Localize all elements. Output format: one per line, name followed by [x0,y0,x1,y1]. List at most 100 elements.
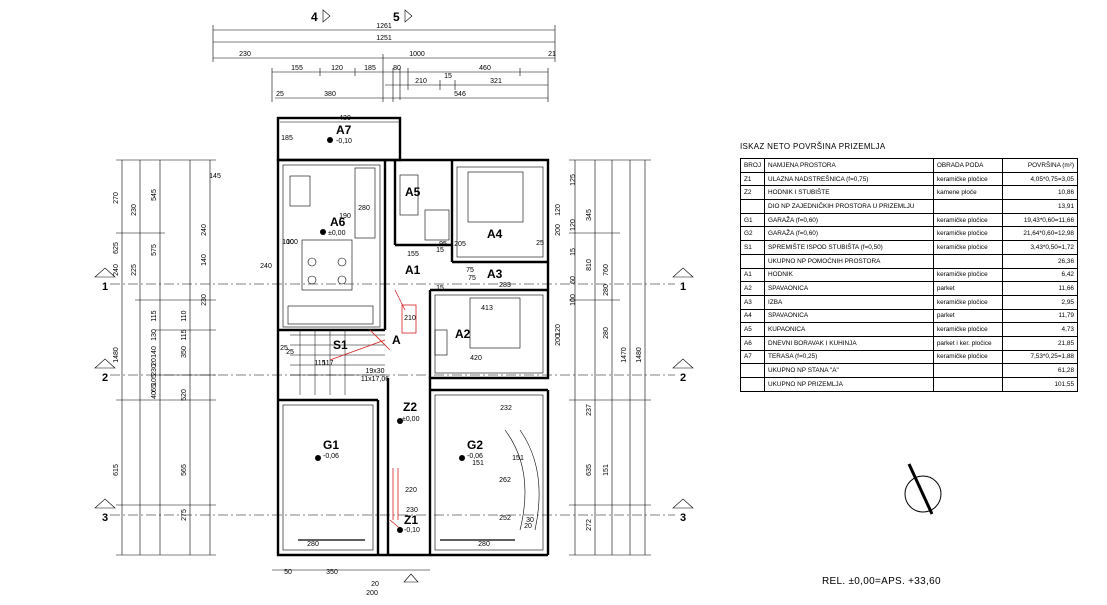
table-cell-floor: keramičke pločice [932,322,1004,337]
dimension-label: 1261 [376,23,392,30]
header-floor: OBRADA PODA [932,158,1004,173]
section-4-label: 4 [311,10,318,24]
table-cell-id: A6 [739,335,766,351]
dimension-label: 190 [339,213,351,220]
dimension-label: 20 [151,358,158,366]
dimension-label: 115 [151,310,158,321]
dimension-label: 546 [454,91,466,98]
table-cell-name: HODNIK [764,267,934,283]
dimension-label: 210 [404,315,416,322]
dimension-label: 110 [181,310,188,321]
table-cell-name: HODNIK I STUBIŠTE [764,185,934,201]
table-cell-id: Z2 [739,185,766,201]
table-cell-id [739,363,766,378]
dimension-label: 155 [291,65,303,72]
dimension-label: 520 [181,389,188,401]
dimension-label: 155 [407,251,419,258]
dimension-label: 460 [479,65,491,72]
room-a6-level: ±0,00 [328,230,346,237]
dimension-label: 15 [436,247,444,254]
dimension-label: 760 [603,264,610,276]
table-cell-name: UKUPNO NP POMOĆNIH PROSTORA [764,253,934,269]
dimension-label: 810 [586,259,593,271]
room-z2-label: Z2 [403,400,417,414]
table-cell-name: GARAŽA (f=0,60) [764,212,934,228]
table-cell-id: A5 [739,322,766,337]
dimension-label: 380 [324,91,336,98]
table-cell-name: TERASA (f=0,25) [764,349,934,365]
dimension-label: 151 [512,455,524,462]
dimension-label: 25 [280,345,288,352]
table-cell-area: 4,73 [1002,322,1078,337]
table-cell-id: Z1 [739,171,766,187]
table-cell-name: DNEVNI BORAVAK I KUHINJA [764,335,934,351]
dimension-label: 280 [603,327,610,339]
dimension-label: 625 [113,242,120,254]
dimension-label: 115 [314,360,325,367]
dimension-label: 283 [499,282,511,289]
dimension-label: 230 [151,364,158,376]
left-dimension-labels: 2706252401480615230225545575115130140202… [113,189,208,521]
dimension-label: 1000 [409,51,425,58]
dimension-label: 25 [286,349,294,356]
room-a7-label: A7 [336,123,352,137]
dimension-label: 100 [282,239,294,246]
table-cell-area: 21,64*0,60=12,98 [1002,226,1078,242]
dimension-label: 1480 [636,347,643,363]
dimension-label: 115 [181,329,188,340]
dimension-label: 232 [500,405,512,412]
table-cell-name: IZBA [764,294,934,310]
dimension-label: 1480 [113,347,120,363]
dimension-label: 120 [570,219,577,231]
room-a1-label: A1 [405,263,421,277]
dimension-label: 117 [322,360,333,367]
header-id: BROJ [739,158,766,173]
table-cell-name: UKUPNO NP STANA "A" [764,363,934,378]
dimension-label: 125 [570,174,577,186]
room-a7-level: -0,10 [336,138,352,145]
table-cell-area: 11,66 [1002,281,1078,296]
axis-1-label-right: 1 [680,281,686,293]
room-a3-label: A3 [487,267,503,281]
level-marker-icon [315,137,465,533]
dimension-label: 350 [326,569,338,576]
table-cell-floor [932,199,1004,214]
section-marker-icon [404,9,413,23]
dimension-label: 270 [113,192,120,204]
axis-3-label-left: 3 [102,512,108,524]
axis-1-label-left: 1 [102,281,108,293]
dimension-label: 1251 [376,35,392,42]
dimension-label: 230 [131,204,138,216]
room-a4-label: A4 [487,227,503,241]
dimension-label: 240 [113,264,120,276]
table-cell-area: 2,95 [1002,294,1078,310]
dimension-label: 145 [209,173,221,180]
header-name: NAMJENA PROSTORA [764,158,934,173]
table-cell-floor [932,253,1004,269]
table-cell-area: 101,55 [1002,377,1078,392]
dimension-label: 420 [470,355,482,362]
table-header-row: BROJ NAMJENA PROSTORA OBRADA PODA POVRŠI… [739,158,1078,173]
dimension-label: 635 [586,464,593,476]
dimension-label: 200 [555,224,562,236]
header-area: POVRŠINA (m²) [1002,158,1078,173]
dimension-label: 575 [151,244,158,256]
table-cell-name: SPAVAONICA [764,308,934,324]
dimension-label: 19x30 [365,368,384,375]
dimension-label: 200 [366,590,378,597]
table-cell-id: A4 [739,308,766,324]
dimension-label: 240 [260,263,272,270]
table-cell-floor: parket [932,281,1004,296]
dimension-label: 230 [201,294,208,306]
